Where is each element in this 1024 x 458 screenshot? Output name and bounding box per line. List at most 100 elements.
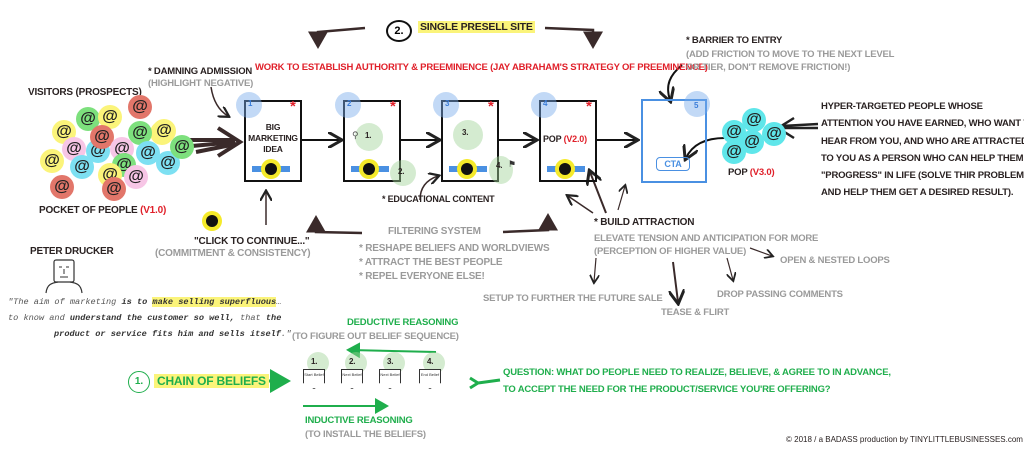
visitor-at-icon: @ [170, 135, 194, 159]
visitors-label: Visitors (Prospects) [28, 87, 142, 98]
page-1-sun-icon [265, 163, 277, 175]
chain-of-beliefs-title: Chain of Beliefs [154, 374, 269, 388]
quote-part: understand the customer so well, [69, 313, 235, 323]
belief-banner: Next Belief [379, 369, 401, 389]
visitor-at-icon: @ [98, 105, 122, 129]
deductive-sub: (To figure out belief sequence) [292, 331, 459, 342]
page-3-star-icon: * [488, 98, 494, 115]
page-2-belief-2: 2. [398, 167, 405, 176]
step-1-badge: 1. [128, 371, 150, 393]
page-4-number: 4 [543, 99, 548, 108]
hyper-line: Hyper-targeted people whose [821, 101, 983, 112]
attraction-branch-future-sale: Setup to further the future sale [483, 293, 663, 304]
damning-admission-title: * Damning Admission [148, 66, 253, 77]
page-3-belief-3: 3. [462, 128, 469, 137]
presell-arrow-right [544, 26, 603, 49]
pop-v3-label: PoP (v3.0) [728, 167, 775, 178]
belief-2-blob [390, 160, 416, 186]
pop-v3-at-icon: @ [762, 122, 786, 146]
cta-button[interactable]: CTA [656, 157, 690, 171]
page-1-big-idea [244, 100, 302, 182]
page-3-belief-4: 4. [496, 161, 503, 170]
hyper-line: and help them get a desired result). [821, 187, 1014, 199]
pop-v3-cluster: @@@@@ [722, 108, 786, 166]
belief-blob [345, 352, 367, 374]
educational-content-label: * Educational content [382, 194, 495, 204]
step-2-badge: 2. [386, 20, 412, 42]
preeminence-subtitle: Work to establish authority & preeminenc… [255, 62, 708, 73]
page-3 [441, 100, 499, 182]
pocket-version: (v1.0) [140, 205, 167, 216]
belief-blob [307, 352, 329, 374]
pocket-of-people-label: Pocket of People (v1.0) [39, 205, 166, 216]
big-marketing-idea: Big Marketing Idea [248, 122, 298, 154]
page-4-star-icon: * [586, 98, 592, 115]
step-2-title: Single Presell Site [418, 21, 535, 33]
quote-part: to know and [8, 313, 70, 323]
filtering-item-3: * Repel everyone else! [359, 271, 485, 282]
belief-1-blob [355, 123, 383, 151]
drucker-quote-line1: "The aim of marketing is to make selling… [8, 297, 281, 307]
pop-v3-at-icon: @ [722, 140, 746, 164]
filtering-item-1: * Reshape beliefs and worldviews [359, 243, 550, 254]
hyper-line: hear from you, and who are attracted [821, 135, 1024, 147]
visitors-cluster: @@@@@@@@@@@@@@@@@@@@@ [40, 95, 194, 201]
quote-part: ." [280, 329, 292, 339]
visitor-at-icon: @ [124, 165, 148, 189]
quote-part: product or service fits him and sells it… [54, 329, 281, 339]
deductive-title: Deductive Reasoning [347, 317, 459, 328]
page-1-number: 1 [248, 99, 253, 108]
page-4-pop-label: PoP (v2.0) [543, 134, 587, 144]
visitor-at-icon: @ [70, 155, 94, 179]
belief-banner: End Belief [419, 369, 441, 389]
drucker-quote-line3: product or service fits him and sells it… [54, 329, 291, 339]
visitor-at-icon: @ [52, 120, 76, 144]
pop-v2-version: (v2.0) [563, 134, 588, 144]
page-2 [343, 100, 401, 182]
belief-number: 2. [349, 357, 356, 366]
quote-part: "The aim of marketing [8, 297, 122, 307]
page-2-sun-icon [363, 163, 375, 175]
pop-v3-at-icon: @ [742, 108, 766, 132]
hyper-line: to you as a person who can help them [821, 152, 1024, 164]
page-5-number-blob [684, 91, 710, 117]
hyper-line: "progress" in life (solve thir problem [821, 170, 1024, 182]
damning-admission-sub: (Highlight negative) [148, 78, 254, 89]
filtering-system-title: Filtering System [388, 226, 481, 237]
quote-part: the [265, 313, 282, 323]
page-5-cta [641, 99, 707, 183]
page-4-sun-icon [559, 163, 571, 175]
pop-v3-text: PoP [728, 167, 748, 178]
belief-number: 3. [387, 357, 394, 366]
inductive-sub: (To install the beliefs) [305, 429, 426, 440]
belief-4-blob [489, 156, 513, 184]
visitor-at-icon: @ [128, 95, 152, 119]
barrier-line2: or tier, don't remove friction!) [686, 62, 851, 73]
belief-3-blob [453, 120, 483, 150]
page-2-number-blob [335, 92, 361, 118]
belief-number: 4. [427, 357, 434, 366]
flag-icon: ⚑ [508, 159, 517, 169]
quote-highlight: make selling superfluous [152, 297, 277, 307]
page-2-star-icon: * [390, 98, 396, 115]
belief-number: 1. [311, 357, 318, 366]
click-sun-icon [206, 215, 218, 227]
visitor-at-icon: @ [40, 149, 64, 173]
presell-arrow-left [308, 26, 366, 49]
pop-v2-text: PoP [543, 134, 562, 144]
page-4-number-blob [531, 92, 557, 118]
footer-credit: © 2018 / a BADASS production by TINYLITT… [786, 435, 1023, 444]
page-2-belief-1: 1. [365, 131, 372, 140]
page-3-sun-icon [461, 163, 473, 175]
attraction-branch-tease: Tease & Flirt [661, 307, 730, 318]
pocket-label-text: Pocket of People [39, 205, 138, 216]
page-2-number: 2 [347, 99, 352, 108]
attraction-line2: (Perception of higher value) [594, 246, 747, 257]
hyper-targeted-description: Hyper-targeted people whoseattention you… [821, 98, 1024, 202]
page-3-number-blob [433, 92, 459, 118]
pop-v3-version: (v3.0) [749, 167, 775, 178]
page-1-number-blob [236, 92, 262, 118]
drucker-avatar-icon [45, 259, 83, 294]
visitors-arrow [190, 138, 237, 154]
